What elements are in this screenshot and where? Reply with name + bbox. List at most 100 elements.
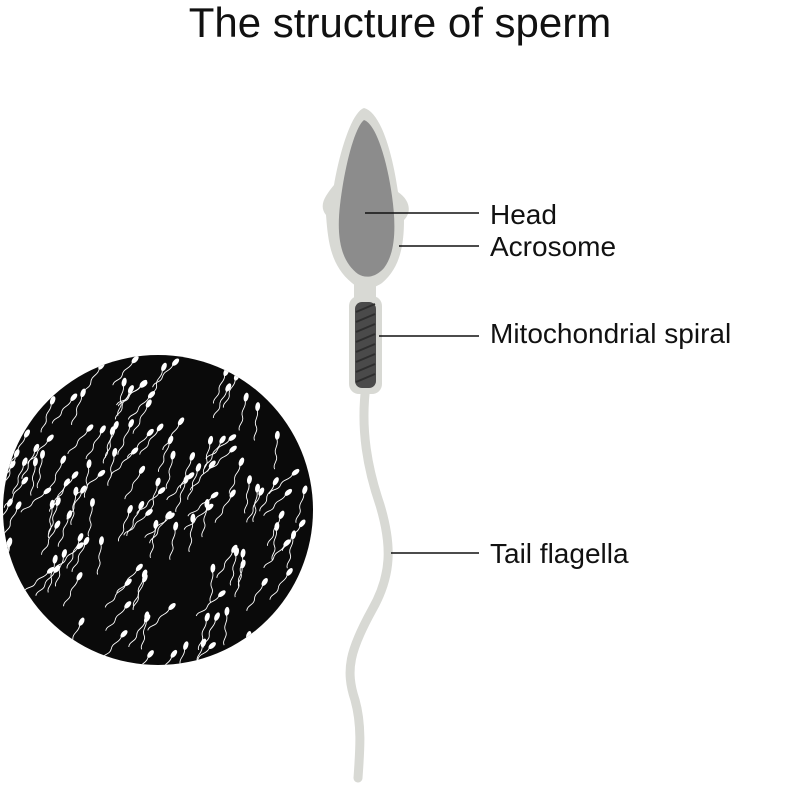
- micro-sperm-cell: [263, 488, 293, 516]
- micro-sperm-cell: [189, 460, 216, 491]
- micro-sperm-cell: [107, 447, 118, 486]
- micro-sperm-cell: [71, 388, 86, 425]
- label-mitochondrial-spiral: Mitochondrial spiral: [490, 318, 732, 349]
- micro-sperm-cell: [202, 612, 220, 648]
- micro-sperm-cell: [36, 450, 45, 489]
- micro-sperm-cell: [253, 402, 261, 441]
- micro-sperm-cell: [53, 471, 79, 503]
- micro-sperm-cell: [244, 475, 252, 514]
- micro-sperm-cell: [126, 500, 145, 536]
- micro-sperm-cell: [144, 512, 175, 538]
- micro-sperm-cell: [126, 428, 154, 458]
- tail-flagella: [345, 380, 393, 783]
- leader-lines: [365, 212, 479, 554]
- micro-sperm-cell: [263, 539, 291, 569]
- micro-sperm-cell: [202, 435, 214, 474]
- micro-sperm-cell: [295, 485, 308, 523]
- micro-sperm-cell: [48, 497, 61, 535]
- page-title: The structure of sperm: [188, 0, 612, 46]
- micro-sperm-cell: [112, 355, 139, 386]
- micro-sperm-cell: [269, 568, 293, 600]
- micro-sperm-cell: [148, 477, 161, 516]
- micro-sperm-cell: [57, 510, 73, 547]
- micro-sperm-cell: [166, 472, 195, 501]
- micro-sperm-cell: [228, 457, 245, 494]
- micro-sperm-cell: [67, 424, 94, 455]
- micro-sperm-cell: [139, 423, 164, 455]
- micro-sperm-cell: [54, 542, 84, 569]
- label-acrosome: Acrosome: [490, 231, 617, 262]
- micro-sperm-cell: [273, 430, 280, 470]
- micro-sperm-cell: [207, 445, 237, 472]
- micro-sperm-cell: [48, 455, 67, 491]
- micro-sperm-cell: [85, 425, 106, 460]
- head-shape: [322, 108, 409, 289]
- micro-sperm-cell: [118, 505, 133, 542]
- micro-sperm-cell: [21, 443, 40, 479]
- micro-sperm-cell: [132, 399, 152, 434]
- micro-sperm-cell: [63, 572, 83, 607]
- micro-sperm-cell: [3, 501, 22, 537]
- micro-sperm-cell: [165, 450, 176, 489]
- micro-sperm-cell: [234, 559, 246, 598]
- micro-sperm-cell: [30, 457, 38, 496]
- micro-sperm-cell: [195, 590, 226, 617]
- midpiece: [349, 296, 382, 394]
- micro-sperm-cell: [114, 385, 134, 420]
- micro-sperm-cell: [3, 498, 13, 534]
- micro-sperm-cell: [246, 577, 268, 611]
- micro-sperm-cell: [23, 566, 55, 592]
- micro-sperm-cell: [252, 483, 260, 523]
- micro-sperm-cell: [214, 489, 236, 523]
- micro-sperm-cell: [117, 419, 135, 455]
- micro-sperm-cell: [83, 459, 92, 498]
- micro-sperm-cell: [117, 377, 127, 416]
- micro-sperm-cell: [223, 606, 230, 646]
- micro-sperm-cell: [180, 452, 196, 489]
- micro-sperm-cell: [12, 457, 28, 494]
- micro-sperm-cell: [40, 396, 56, 433]
- micro-sperm-cell: [140, 611, 150, 650]
- micro-sperm-cell: [203, 435, 226, 469]
- micro-sperm-cell: [259, 477, 279, 512]
- micro-sperm-cell: [183, 503, 214, 530]
- mitochondrial-spiral-lines: [355, 303, 376, 383]
- micro-sperm-cell: [136, 487, 166, 514]
- micro-sperm-cell: [209, 563, 216, 603]
- micro-sperm-cell: [281, 519, 306, 551]
- micro-sperm-cell: [286, 530, 297, 569]
- micro-sperm-cell: [102, 426, 116, 464]
- micro-sperm-cell: [104, 578, 132, 608]
- micro-sperm-cell: [75, 469, 106, 497]
- label-head: Head: [490, 199, 557, 230]
- micro-sperm-cell: [3, 460, 16, 494]
- micro-sperm-cell: [117, 379, 148, 407]
- micro-sperm-cell: [130, 650, 154, 665]
- micro-sperm-cell: [124, 465, 146, 500]
- micro-sperm-cell: [246, 487, 265, 523]
- micro-sperm-cell: [153, 649, 178, 665]
- micro-sperm-cell: [35, 565, 61, 596]
- micro-sperm-cell: [188, 513, 196, 553]
- micro-sperm-cell: [186, 642, 216, 665]
- micro-sperm-cell: [71, 536, 90, 572]
- micro-sperm-cell: [268, 468, 300, 495]
- micro-sperm-cell: [216, 544, 238, 578]
- tail-outer: [345, 380, 393, 783]
- micro-sperm-cell: [162, 417, 185, 451]
- micro-sperm-cell: [212, 383, 232, 419]
- micro-sperm-cell: [41, 520, 61, 555]
- micro-sperm-cell: [54, 549, 67, 587]
- micro-sperm-cell: [51, 393, 78, 424]
- micro-sperm-cell: [169, 521, 179, 560]
- micro-sperm-cell: [201, 499, 210, 538]
- micro-background: [3, 355, 313, 665]
- micro-sperm-cell: [105, 601, 132, 631]
- micro-sperm-cell: [205, 434, 237, 460]
- micro-sperm-cell: [197, 612, 210, 651]
- micro-sperm-cell: [10, 429, 31, 464]
- micro-sperm-cell: [96, 536, 104, 575]
- micro-sperm-cell: [147, 602, 176, 631]
